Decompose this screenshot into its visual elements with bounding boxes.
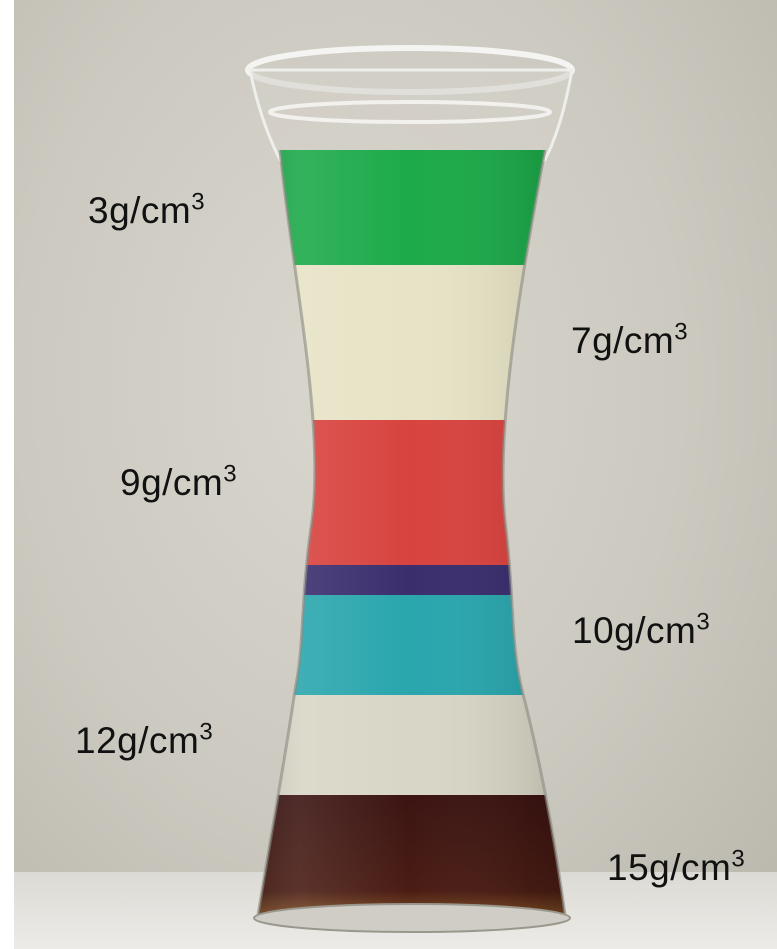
density-label-15: 15g/cm3: [607, 845, 746, 888]
density-label-3: 3g/cm3: [88, 188, 206, 231]
glass-base: [253, 903, 571, 933]
density-label-7: 7g/cm3: [571, 318, 689, 361]
glass-shading: [258, 150, 565, 915]
density-label-10: 10g/cm3: [572, 608, 711, 651]
glass-highlight: [268, 100, 552, 124]
glass-top-empty: [248, 68, 574, 162]
density-label-9: 9g/cm3: [120, 460, 238, 503]
white-margin: [0, 0, 14, 949]
glass-right-wall: [501, 149, 567, 916]
density-label-12: 12g/cm3: [75, 718, 214, 761]
glass-left-wall: [256, 149, 317, 916]
liquid-layers: [258, 150, 565, 915]
